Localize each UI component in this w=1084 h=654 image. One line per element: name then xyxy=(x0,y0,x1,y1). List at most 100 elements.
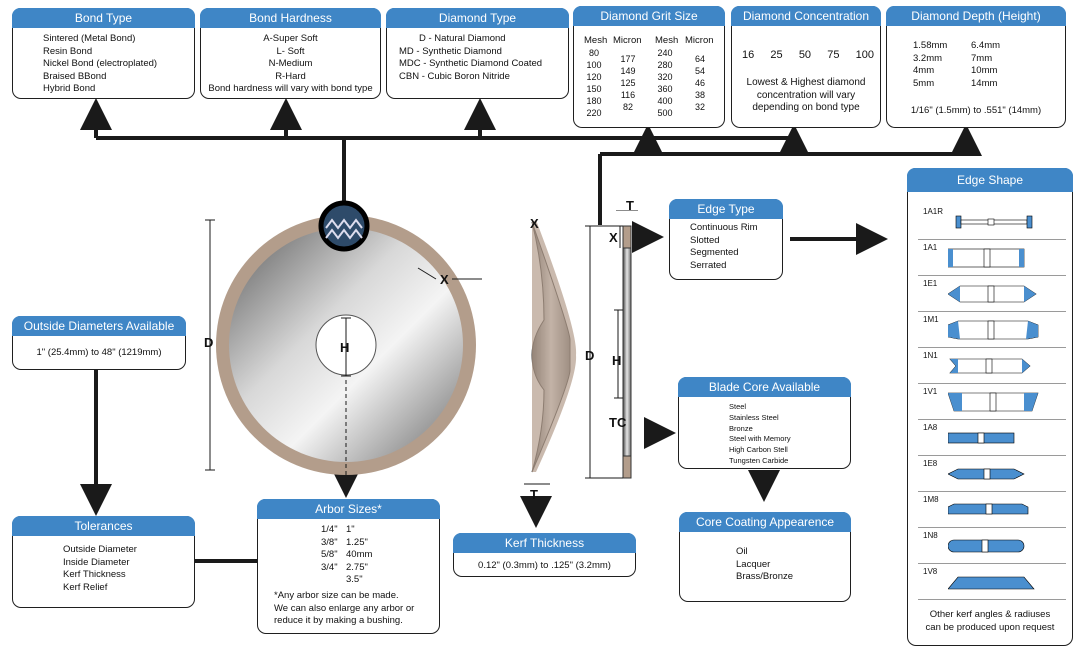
note-line: Lowest & Highest diamond xyxy=(746,77,866,88)
list-item: Slotted xyxy=(690,234,720,246)
list-item: 180 xyxy=(586,96,602,106)
note-line: reduce it by making a bushing. xyxy=(274,615,403,627)
concentration-value: 50 xyxy=(798,49,812,61)
list-item: 3/8" xyxy=(321,536,338,548)
list-item: 360 xyxy=(657,84,673,94)
shape-label: 1M8 xyxy=(923,495,939,504)
outside-diameters-text: 1" (25.4mm) to 48" (1219mm) xyxy=(36,347,162,358)
grit-header-mesh2: Mesh xyxy=(655,35,679,46)
shape-label: 1A8 xyxy=(923,423,938,432)
wheel-profile-diagram xyxy=(524,210,638,485)
label-D-profile: D xyxy=(585,348,595,363)
edge-shape-1V1: 1V1 xyxy=(918,385,1066,420)
list-item: 2.75" xyxy=(346,561,368,573)
list-item: Steel xyxy=(729,402,747,411)
edge-type-box: Edge Type Continuous Rim Slotted Segment… xyxy=(669,199,783,280)
edge-shape-1E8: 1E8 xyxy=(918,457,1066,492)
depth-col2: 6.4mm 7mm 10mm 14mm xyxy=(971,40,1000,90)
shape-1E8-icon xyxy=(948,468,1025,480)
list-item: CBN - Cubic Boron Nitride xyxy=(399,70,510,82)
list-item: 46 xyxy=(694,78,705,88)
core-coating-title: Core Coating Appearence xyxy=(679,512,851,532)
list-item: 38 xyxy=(694,90,705,100)
list-item: 5mm xyxy=(913,77,935,89)
list-item: 1" xyxy=(346,524,355,535)
diamond-depth-title: Diamond Depth (Height) xyxy=(886,6,1066,26)
list-item: MD - Synthetic Diamond xyxy=(399,45,502,57)
list-item: 120 xyxy=(586,72,602,82)
kerf-thickness-title: Kerf Thickness xyxy=(453,533,636,553)
list-item: 280 xyxy=(657,60,673,70)
edge-shape-1A1: 1A1 xyxy=(918,241,1066,276)
list-item: Outside Diameter xyxy=(63,544,137,555)
diamond-type-title: Diamond Type xyxy=(386,8,569,28)
grit-size-title: Diamond Grit Size xyxy=(573,6,725,26)
depth-range: 1/16" (1.5mm) to .551" (14mm) xyxy=(910,105,1042,116)
kerf-thickness-text: 0.12" (0.3mm) to .125" (3.2mm) xyxy=(478,560,611,571)
list-item: 400 xyxy=(657,96,673,106)
list-item: 40mm xyxy=(346,549,373,561)
arbor-sizes-box: Arbor Sizes* 1/4" 3/8" 5/8" 3/4" 1" 1.25… xyxy=(257,499,440,634)
list-item: 320 xyxy=(657,72,673,82)
arbor-note: *Any arbor size can be made. We can also… xyxy=(274,590,414,628)
list-item: High Carbon Stell xyxy=(729,445,788,455)
tolerances-box: Tolerances Outside Diameter Inside Diame… xyxy=(12,516,195,608)
list-item: Braised BBond xyxy=(43,70,107,82)
bond-hardness-list: A-Super Soft L- Soft N-Medium R-Hard Bon… xyxy=(201,33,380,96)
list-item: Serrated xyxy=(690,259,727,271)
wheel-face-diagram xyxy=(205,200,482,475)
outside-diameters-title: Outside Diameters Available xyxy=(12,316,186,336)
edge-type-title: Edge Type xyxy=(669,199,783,219)
grit-micron1-col: 177 149 125 116 82 xyxy=(618,53,638,113)
list-item: 6.4mm xyxy=(971,40,1001,51)
list-item: A-Super Soft xyxy=(263,33,318,44)
list-item: 125 xyxy=(620,78,636,88)
grit-header-mesh1: Mesh xyxy=(584,35,608,46)
core-profile xyxy=(622,225,632,479)
label-T-bottom: T xyxy=(530,487,538,502)
list-item: 14mm xyxy=(971,77,998,89)
label-H-face: H xyxy=(340,340,350,355)
list-item: N-Medium xyxy=(268,58,313,70)
bond-type-list: Sintered (Metal Bond) Resin Bond Nickel … xyxy=(43,33,157,96)
note-line: We can also enlarge any arbor or xyxy=(274,602,415,614)
shape-1E1-icon xyxy=(948,285,1037,303)
list-item: Kerf Thickness xyxy=(63,569,126,581)
list-item: Brass/Bronze xyxy=(736,571,794,583)
shape-1M8-icon xyxy=(948,503,1029,515)
blade-core-title: Blade Core Available xyxy=(678,377,851,397)
shape-label: 1V8 xyxy=(923,567,938,576)
diamond-depth-box: Diamond Depth (Height) 1.58mm 3.2mm 4mm … xyxy=(886,6,1066,128)
outside-diameters-box: Outside Diameters Available 1" (25.4mm) … xyxy=(12,316,186,370)
shape-1N8-icon xyxy=(948,539,1025,553)
list-item: D - Natural Diamond xyxy=(419,33,506,44)
list-item: 64 xyxy=(694,54,705,64)
list-item: Inside Diameter xyxy=(63,556,130,568)
shape-1N1-icon xyxy=(949,358,1031,374)
list-item: Stainless Steel xyxy=(729,412,779,422)
grit-micron2-col: 64 54 46 38 32 xyxy=(690,53,710,113)
concentration-title: Diamond Concentration xyxy=(731,6,881,26)
note-line: concentration will vary xyxy=(756,89,856,101)
label-TC: TC xyxy=(609,415,627,430)
list-item: Steel with Memory xyxy=(729,434,791,444)
list-item: 500 xyxy=(657,108,673,118)
list-item: 4mm xyxy=(913,65,935,77)
list-item: 149 xyxy=(620,66,636,76)
list-item: 7mm xyxy=(971,52,993,64)
diamond-magnifier-icon xyxy=(318,200,370,252)
list-item: 54 xyxy=(694,66,705,76)
label-X-profile: X xyxy=(609,230,618,245)
concentration-value: 16 xyxy=(742,49,755,61)
bond-type-box: Bond Type Sintered (Metal Bond) Resin Bo… xyxy=(12,8,195,99)
list-item: 100 xyxy=(586,60,602,70)
note-line: depending on bond type xyxy=(752,102,860,114)
edge-shape-title: Edge Shape xyxy=(907,168,1073,192)
label-T-top: T xyxy=(626,198,634,213)
list-item: 1.58mm xyxy=(913,40,948,51)
rim-segment-bottom xyxy=(622,455,632,479)
list-item: Kerf Relief xyxy=(63,581,108,593)
list-item: 150 xyxy=(586,84,602,94)
list-item: Resin Bond xyxy=(43,45,93,57)
